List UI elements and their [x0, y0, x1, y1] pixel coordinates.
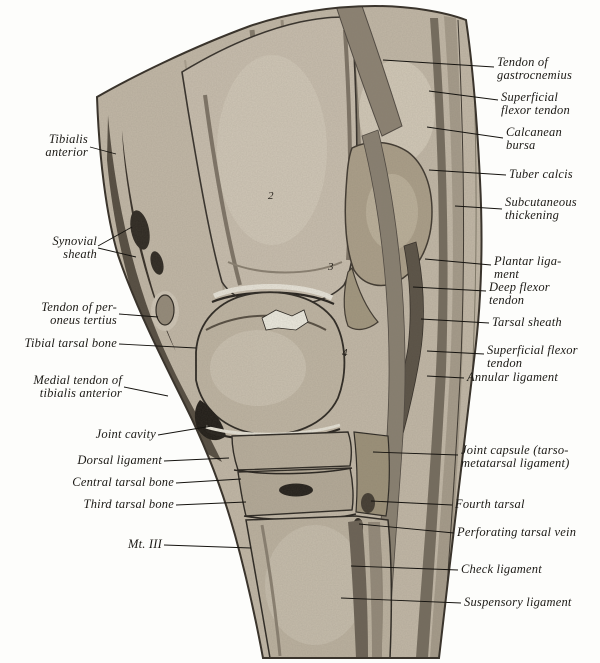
label-calcanean-bursa: Calcanean bursa: [506, 125, 562, 152]
label-tibial-tarsal-bone: Tibial tarsal bone: [24, 336, 117, 350]
label-suspensory-ligament: Suspensory ligament: [464, 595, 572, 609]
figure-number: 2: [268, 190, 274, 202]
leader-lines: [89, 59, 507, 604]
label-central-tarsal-bone: Central tarsal bone: [72, 475, 174, 489]
label-joint-capsule: Joint capsule (tarso- metatarsal ligamen…: [461, 443, 570, 470]
label-tarsal-sheath: Tarsal sheath: [492, 315, 562, 329]
label-annular-ligament: Annular ligament: [467, 370, 559, 384]
label-superficial-flexor-tendon-upper: Superficial flexor tendon: [501, 90, 570, 117]
label-perforating-tarsal-vein: Perforating tarsal vein: [457, 525, 577, 539]
label-subcutaneous-thickening: Subcutaneous thickening: [505, 195, 577, 222]
label-mt-iii: Mt. III: [127, 537, 162, 551]
specimen-outline: [95, 4, 483, 659]
figure-number: 3: [328, 261, 334, 273]
figure-number: 4: [342, 347, 348, 359]
label-synovial-sheath: Synovial sheath: [52, 234, 97, 261]
label-joint-cavity: Joint cavity: [95, 427, 156, 441]
label-medial-tendon-tibialis-anterior: Medial tendon of tibialis anterior: [33, 373, 122, 400]
label-fourth-tarsal: Fourth tarsal: [455, 497, 525, 511]
label-third-tarsal-bone: Third tarsal bone: [83, 497, 174, 511]
label-tendon-peroneus-tertius: Tendon of per- oneus tertius: [41, 300, 117, 327]
label-tuber-calcis: Tuber calcis: [509, 167, 573, 181]
label-superficial-flexor-tendon-lower: Superficial flexor tendon: [487, 343, 578, 370]
label-tendon-gastrocnemius: Tendon of gastrocnemius: [497, 55, 573, 82]
label-tibialis-anterior: Tibialis anterior: [45, 132, 88, 159]
label-plantar-ligament: Plantar liga- ment: [494, 254, 562, 281]
label-dorsal-ligament: Dorsal ligament: [77, 453, 162, 467]
label-deep-flexor-tendon: Deep flexor tendon: [489, 280, 550, 307]
label-check-ligament: Check ligament: [461, 562, 542, 576]
